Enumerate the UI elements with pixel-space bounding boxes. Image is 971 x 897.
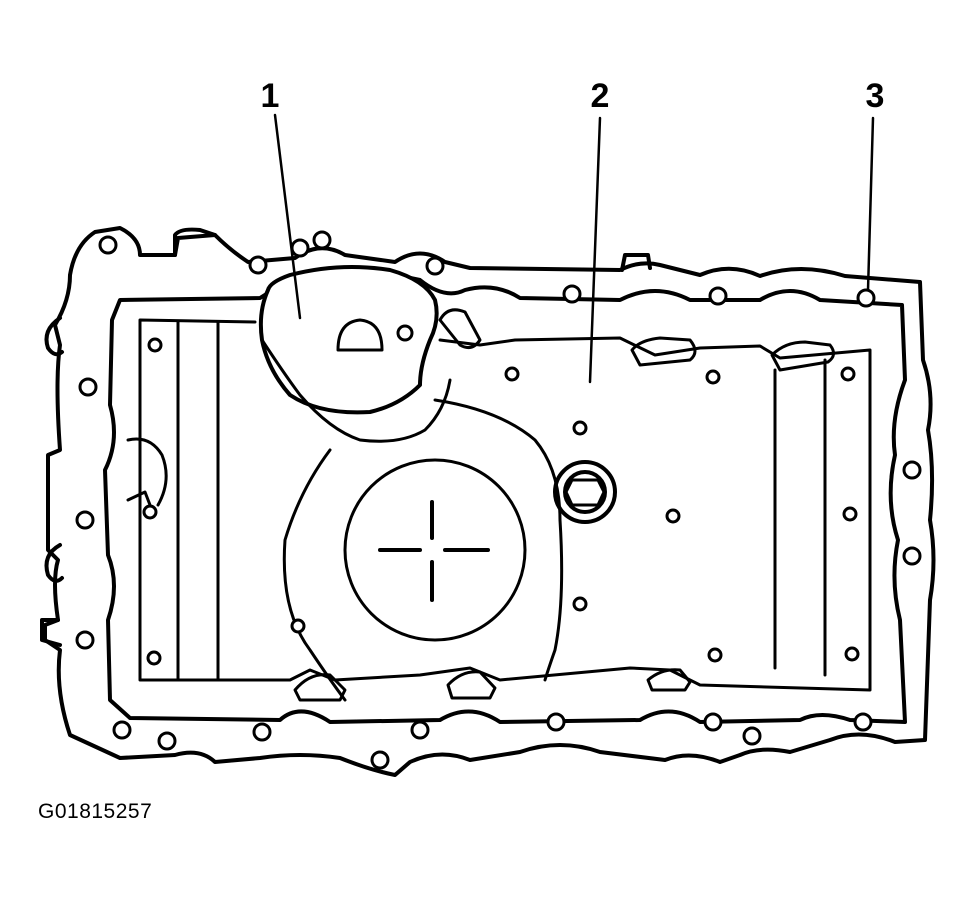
bolt-hole [290,618,306,634]
bolt-hole [844,646,860,662]
bolt-hole [840,366,856,382]
bolt-hole [370,750,390,770]
bolt-hole [708,286,728,306]
bolt-hole [248,255,268,275]
side-clip [126,437,168,507]
inner-holes [142,337,860,666]
oil-pump-pickup-boss [258,264,439,415]
d-shaped-port [336,318,384,352]
bolt-hole [703,712,723,732]
callout-number-3: 3 [866,77,885,115]
bolt-hole [707,647,723,663]
drain-plug-boss [553,460,617,524]
bolt-hole [572,420,588,436]
baffle-plate-circle [343,458,527,642]
bolt-hole [856,288,876,308]
mounting-tab [44,543,64,583]
bolt-hole [742,726,762,746]
bolt-hole [146,650,162,666]
bolt-hole [75,630,95,650]
bolt-hole [425,256,445,276]
bolt-hole [142,504,158,520]
bolt-hole [504,366,520,382]
bolt-hole [546,712,566,732]
callout-number-1: 1 [261,77,280,115]
bolt-hole [705,369,721,385]
slot-boss [438,308,482,350]
bolt-slot [646,668,692,692]
flange-bolt-holes [75,230,922,770]
mounting-tab [620,253,652,272]
sump-recess-outline [433,398,564,682]
bolt-hole [572,596,588,612]
bolt-hole [75,510,95,530]
bolt-hole [562,284,582,304]
bolt-hole [78,377,98,397]
gasket-inner-outline [103,271,907,724]
mounting-tab [40,618,62,647]
bolt-hole [312,230,332,250]
sump-recess-outline [282,448,347,702]
bolt-hole [252,722,272,742]
bolt-hole [842,506,858,522]
boss-lower-curve [260,338,452,443]
mounting-tab [44,316,64,357]
bolt-slot [446,670,497,700]
bolt-hole [147,337,163,353]
drain-plug-hex [564,478,606,507]
bolt-slot [630,336,697,367]
bolt-hole [290,238,310,258]
bolt-hole [902,546,922,566]
bolt-hole [157,731,177,751]
mounting-tab [173,227,217,257]
bolt-hole [665,508,681,524]
bolt-hole [853,712,873,732]
gasket-rail-inner [138,318,872,692]
pan-flange-outline [43,226,936,777]
bolt-slot [770,340,835,372]
callout-number-2: 2 [591,77,610,115]
bolt-hole [396,324,414,342]
callout-leader-3 [866,116,875,292]
bolt-hole [902,460,922,480]
bolt-hole [98,235,118,255]
callout-leader-1 [273,113,302,320]
figure-code: G01815257 [38,800,153,823]
bolt-hole [112,720,132,740]
bolt-hole [410,720,430,740]
callout-leader-2 [588,116,602,384]
